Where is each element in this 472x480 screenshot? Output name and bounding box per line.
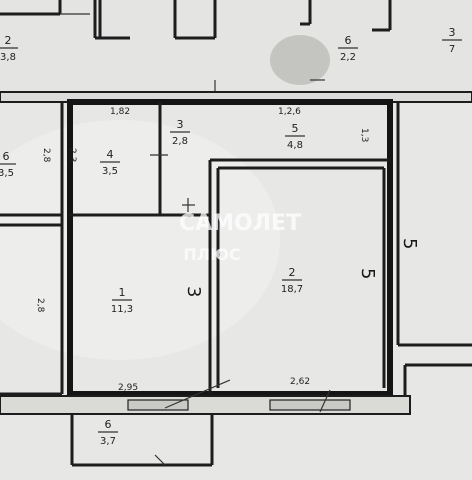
- upper-neighbor-walls: [0, 0, 392, 92]
- room-6-number: 6: [105, 418, 112, 431]
- dimension-left-wall: 2,8: [41, 148, 51, 163]
- neighbor-top-left-number: 2: [5, 34, 12, 47]
- watermark-brand: САМОЛЕТ: [179, 211, 301, 236]
- room-3-area: 2,8: [172, 136, 188, 147]
- balcony-walls: [0, 379, 411, 467]
- dimension-top-a: 1,82: [110, 107, 130, 117]
- room-3-number: 3: [177, 118, 184, 131]
- left-neighbor-walls: [0, 102, 64, 396]
- neighbor-top-mid-number: 6: [345, 34, 352, 47]
- apartment-walls: [67, 99, 393, 397]
- room-4-number: 4: [107, 148, 114, 161]
- dimension-bottom-right: 2,62: [290, 377, 310, 387]
- stain-mark: [270, 35, 330, 85]
- dimension-room2: 5: [357, 268, 378, 279]
- neighbor-top-right-area: 7: [449, 44, 455, 55]
- dimension-right: 5: [399, 238, 420, 249]
- neighbor-top-mid-area: 2,2: [340, 52, 356, 63]
- neighbor-top-left-area: 3,8: [0, 52, 16, 63]
- room-4-area: 3,5: [102, 166, 118, 177]
- neighbor-left-area: 3,5: [0, 168, 14, 179]
- room-6-area: 3,7: [100, 436, 116, 447]
- room-5-number: 5: [292, 122, 299, 135]
- neighbor-left-number: 6: [3, 150, 10, 163]
- right-neighbor-walls: [396, 102, 472, 400]
- dimension-right-top: 1,3: [359, 128, 369, 142]
- room-2-number: 2: [289, 266, 296, 279]
- room-5-area: 4,8: [287, 140, 303, 151]
- dimension-mid-wall: 2,3: [67, 148, 77, 162]
- window: [127, 399, 189, 411]
- neighbor-top-right-number: 3: [449, 26, 456, 39]
- room-2-area: 18,7: [281, 284, 303, 295]
- room-1-number: 1: [119, 286, 126, 299]
- dimension-room1: 3: [183, 286, 204, 297]
- watermark-sub: ПЛЮС: [183, 245, 240, 264]
- dimension-top-b: 1,2,6: [278, 107, 301, 117]
- dimension-bottom-left: 2,95: [118, 383, 138, 393]
- window: [269, 399, 351, 411]
- dimension-left-lower: 2,8: [35, 298, 45, 313]
- room-1-area: 11,3: [111, 304, 133, 315]
